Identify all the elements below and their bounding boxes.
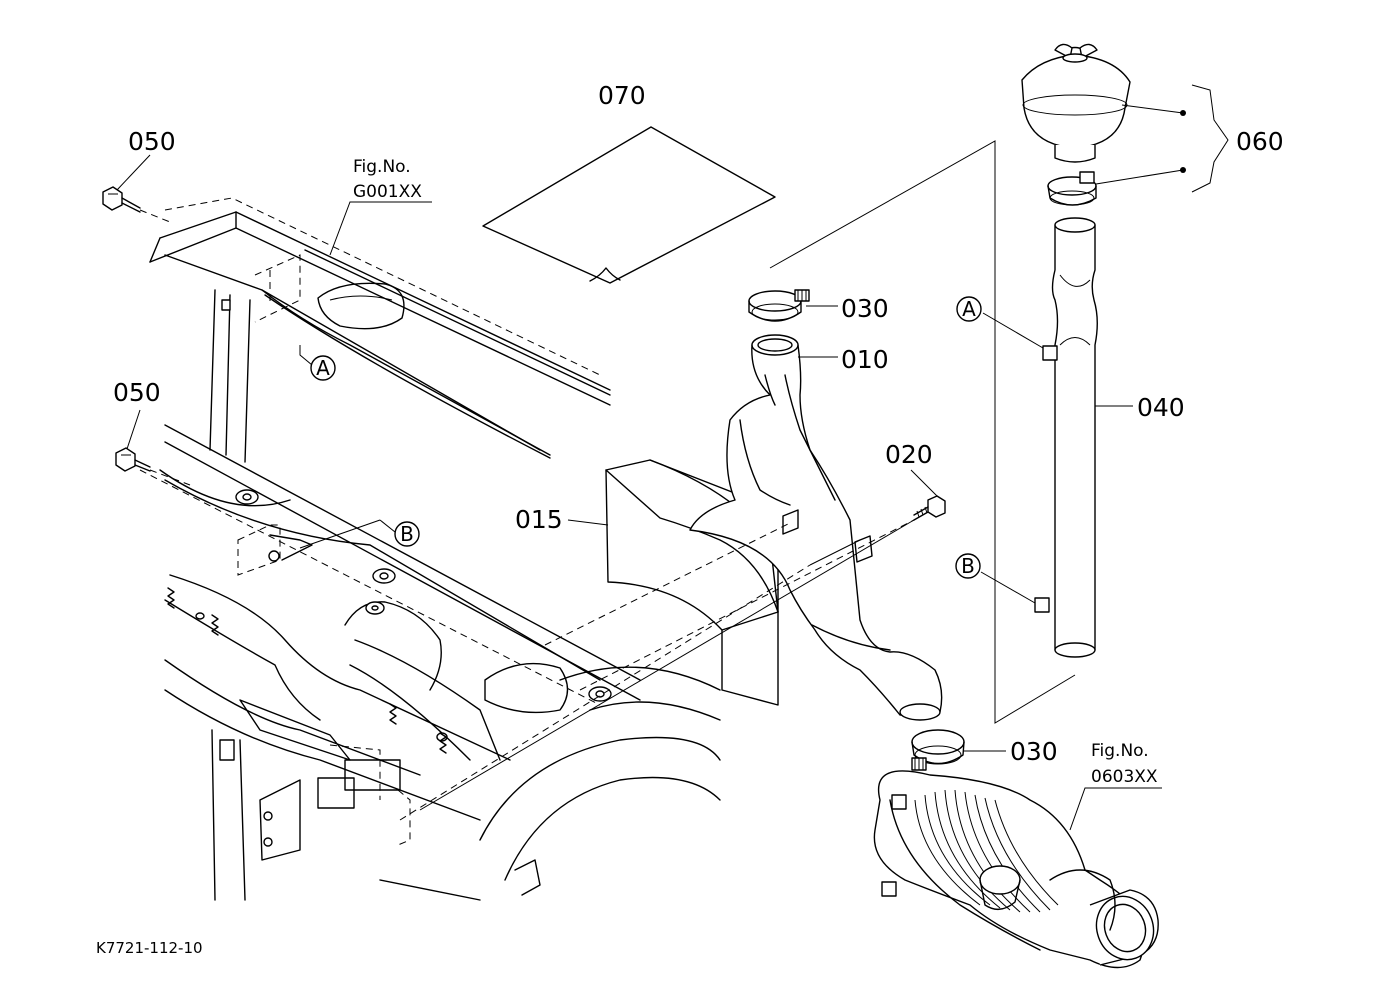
label-050-top: 050 bbox=[128, 127, 176, 156]
leader-lines bbox=[116, 84, 1229, 831]
label-010: 010 bbox=[841, 345, 889, 374]
drawing-code: K7721-112-10 bbox=[96, 939, 203, 957]
bolt-020[interactable] bbox=[913, 495, 946, 521]
callout-a-right: A bbox=[956, 296, 982, 322]
fig-ref-top: Fig.No. G001XX bbox=[353, 157, 422, 202]
label-070: 070 bbox=[598, 81, 646, 110]
callout-a-left: A bbox=[310, 355, 336, 381]
svg-text:0603XX: 0603XX bbox=[1091, 767, 1158, 787]
svg-text:A: A bbox=[316, 356, 330, 380]
svg-text:Fig.No.: Fig.No. bbox=[1091, 741, 1149, 761]
pre-cleaner-clamp[interactable] bbox=[1047, 171, 1097, 206]
decal-sheet-070[interactable] bbox=[482, 126, 776, 284]
svg-text:B: B bbox=[400, 522, 414, 546]
label-030-top: 030 bbox=[841, 294, 889, 323]
air-cleaner-bands bbox=[914, 789, 1059, 913]
label-030-bottom: 030 bbox=[1010, 737, 1058, 766]
label-060: 060 bbox=[1236, 127, 1284, 156]
cab-frame bbox=[139, 197, 721, 901]
springs bbox=[167, 587, 447, 754]
label-015: 015 bbox=[515, 505, 563, 534]
svg-text:G001XX: G001XX bbox=[353, 182, 422, 202]
svg-text:A: A bbox=[962, 297, 976, 321]
pre-cleaner-060[interactable] bbox=[1021, 43, 1131, 163]
intake-duct-010[interactable] bbox=[689, 334, 943, 721]
bolt-050-top[interactable] bbox=[102, 186, 171, 223]
bolt-050-mid[interactable] bbox=[115, 447, 191, 486]
label-050-mid: 050 bbox=[113, 378, 161, 407]
callout-b-left: B bbox=[394, 521, 420, 547]
rail-washers bbox=[195, 489, 612, 742]
callout-b-right: B bbox=[955, 553, 981, 579]
hose-clamp-030-top[interactable] bbox=[748, 289, 810, 322]
hose-clamp-030-bottom[interactable] bbox=[911, 729, 965, 771]
dash-bracket bbox=[237, 524, 313, 576]
fig-ref-bottom: Fig.No. 0603XX bbox=[1091, 741, 1158, 787]
air-cleaner-assembly bbox=[873, 770, 1159, 969]
svg-text:Fig.No.: Fig.No. bbox=[353, 157, 411, 177]
label-040: 040 bbox=[1137, 393, 1185, 422]
svg-text:B: B bbox=[961, 554, 975, 578]
intake-pipe-040[interactable] bbox=[1034, 217, 1098, 658]
label-020: 020 bbox=[885, 440, 933, 469]
